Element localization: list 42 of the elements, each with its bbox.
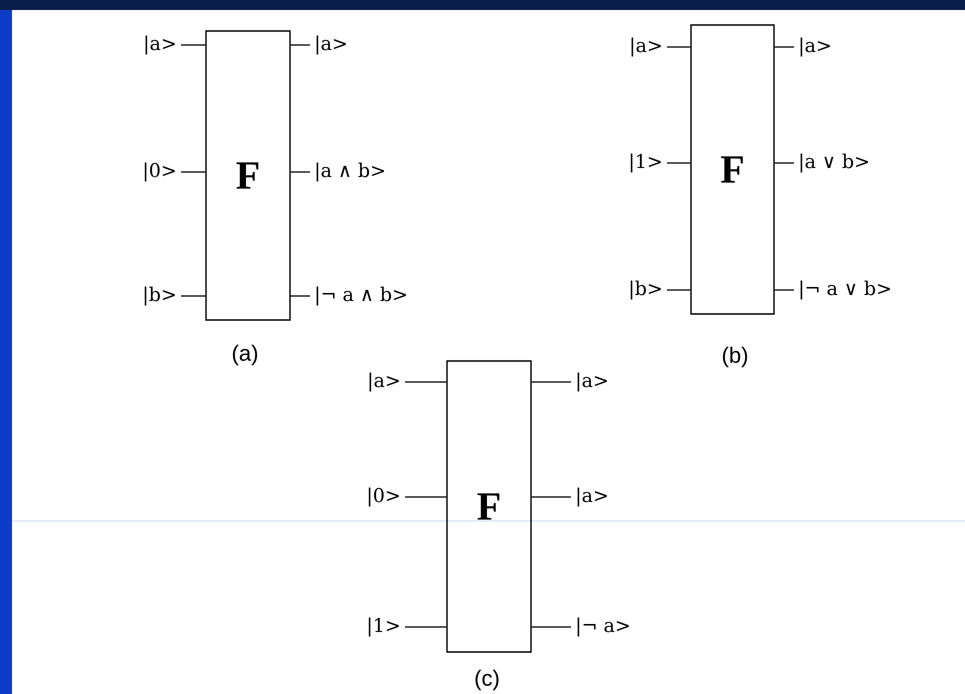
- wire: [667, 289, 690, 291]
- wire: [405, 626, 446, 628]
- wire: [181, 44, 206, 46]
- wire: [667, 162, 690, 164]
- qubit-label: |1>: [630, 154, 661, 172]
- wire: [532, 381, 571, 383]
- wire: [532, 626, 571, 628]
- wire: [774, 162, 794, 164]
- qubit-label: |a>: [146, 36, 175, 54]
- wire: [532, 496, 571, 498]
- wire: [181, 295, 206, 297]
- gate-box: F: [446, 360, 532, 653]
- qubit-label: |b>: [630, 280, 661, 300]
- qubit-label: |a>: [316, 36, 346, 54]
- wire: [290, 171, 310, 173]
- qubit-label: |¬ a ∨ b>: [800, 280, 890, 300]
- gate-caption: (a): [232, 344, 258, 366]
- wire: [181, 171, 206, 173]
- wire: [290, 295, 310, 297]
- qubit-label: |a>: [370, 372, 399, 392]
- wire: [290, 44, 310, 46]
- gate-caption: (c): [476, 670, 498, 690]
- qubit-label: |b>: [144, 286, 175, 306]
- qubit-label: |0>: [368, 488, 399, 506]
- qubit-label: |a>: [632, 38, 661, 56]
- wire: [405, 496, 446, 498]
- qubit-label: |¬ a ∧ b>: [316, 286, 406, 306]
- qubit-label: |a ∧ b>: [316, 162, 384, 182]
- qubit-label: |a ∨ b>: [800, 154, 868, 172]
- qubit-label: |a>: [578, 488, 607, 506]
- qubit-label: |a>: [800, 38, 830, 56]
- wire: [774, 46, 794, 48]
- wire: [405, 381, 446, 383]
- wire: [774, 289, 794, 291]
- gate-box: F: [205, 30, 291, 321]
- gate-box: F: [690, 24, 775, 315]
- qubit-label: |¬ a>: [578, 618, 629, 637]
- qubit-label: |a>: [578, 372, 607, 392]
- wire: [667, 46, 690, 48]
- gate-caption: (b): [722, 346, 748, 368]
- qubit-label: |0>: [144, 162, 175, 182]
- qubit-label: |1>: [368, 618, 399, 637]
